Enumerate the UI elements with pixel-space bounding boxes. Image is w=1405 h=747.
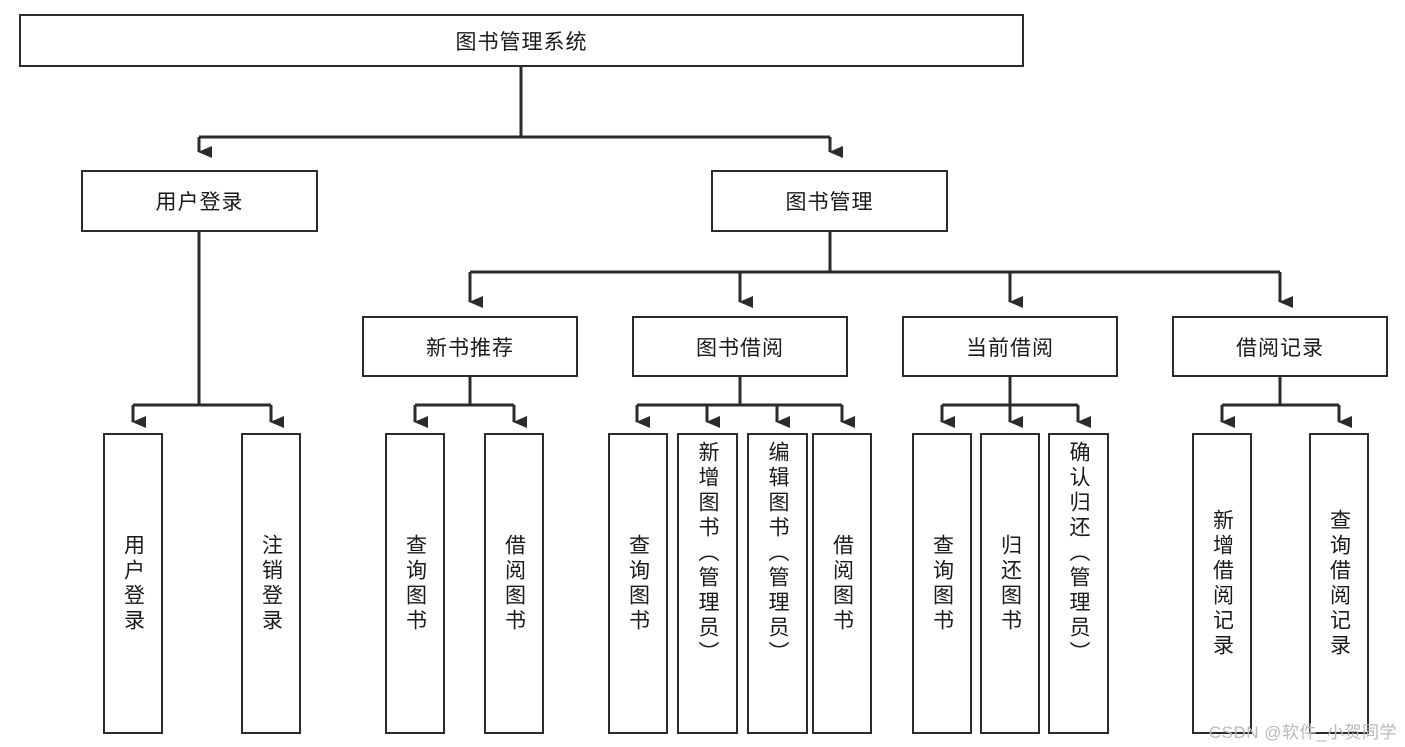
node-book-management[interactable]: 图书管理 (711, 170, 948, 232)
node-book-management-label: 图书管理 (785, 191, 874, 214)
node-leaf-query-record[interactable]: 查询借阅记录 (1309, 433, 1369, 734)
node-current-borrow[interactable]: 当前借阅 (902, 316, 1118, 377)
node-new-book-recommend[interactable]: 新书推荐 (362, 316, 578, 377)
node-borrow-record-label: 借阅记录 (1236, 336, 1324, 360)
node-current-borrow-label: 当前借阅 (966, 336, 1054, 360)
node-leaf-user-login-label: 用户登录 (121, 533, 145, 634)
node-book-borrow[interactable]: 图书借阅 (632, 316, 848, 377)
node-leaf-user-logout[interactable]: 注销登录 (241, 433, 301, 734)
node-leaf-add-record[interactable]: 新增借阅记录 (1192, 433, 1252, 734)
node-user-login[interactable]: 用户登录 (81, 170, 318, 232)
node-leaf-add-book[interactable]: 新增图书（管理员） (677, 433, 738, 734)
node-user-login-label: 用户登录 (155, 191, 244, 214)
node-leaf-edit-book-label: 编辑图书（管理员） (766, 441, 789, 666)
node-leaf-return-book[interactable]: 归还图书 (980, 433, 1040, 734)
node-leaf-query-book-3-label: 查询图书 (930, 533, 954, 634)
node-leaf-borrow-book-2-label: 借阅图书 (830, 533, 854, 634)
node-root-label: 图书管理系统 (455, 30, 588, 54)
node-leaf-return-book-label: 归还图书 (998, 533, 1022, 634)
node-root[interactable]: 图书管理系统 (19, 14, 1024, 67)
node-leaf-user-login[interactable]: 用户登录 (103, 433, 163, 734)
node-leaf-add-book-label: 新增图书（管理员） (696, 441, 719, 666)
node-leaf-query-book-1[interactable]: 查询图书 (385, 433, 445, 734)
node-book-borrow-label: 图书借阅 (696, 336, 784, 360)
node-leaf-add-record-label: 新增借阅记录 (1210, 508, 1234, 659)
node-leaf-query-book-2[interactable]: 查询图书 (608, 433, 668, 734)
node-leaf-confirm-return[interactable]: 确认归还（管理员） (1048, 433, 1109, 734)
node-new-book-recommend-label: 新书推荐 (426, 336, 514, 360)
node-leaf-borrow-book-1[interactable]: 借阅图书 (484, 433, 544, 734)
node-leaf-edit-book[interactable]: 编辑图书（管理员） (747, 433, 808, 734)
watermark: CSDN @软件_小贺同学 (1208, 723, 1397, 742)
node-borrow-record[interactable]: 借阅记录 (1172, 316, 1388, 377)
node-leaf-confirm-return-label: 确认归还（管理员） (1067, 441, 1090, 666)
node-leaf-borrow-book-1-label: 借阅图书 (502, 533, 526, 634)
node-leaf-query-book-2-label: 查询图书 (626, 533, 650, 634)
node-leaf-query-book-3[interactable]: 查询图书 (912, 433, 972, 734)
node-leaf-borrow-book-2[interactable]: 借阅图书 (812, 433, 872, 734)
node-leaf-query-book-1-label: 查询图书 (403, 533, 427, 634)
node-leaf-user-logout-label: 注销登录 (259, 533, 283, 634)
node-leaf-query-record-label: 查询借阅记录 (1327, 508, 1351, 659)
